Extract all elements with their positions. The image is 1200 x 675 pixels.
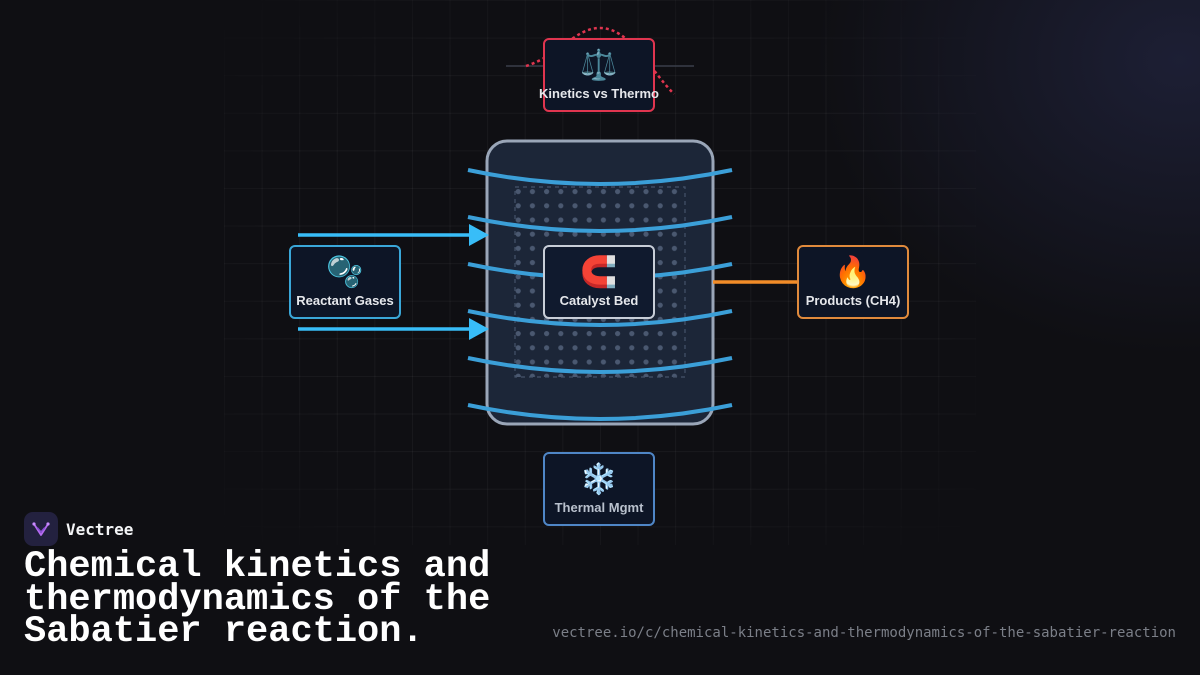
heat-band [467,215,733,233]
products-node: 🔥 Products (CH4) [797,245,909,319]
heat-band [467,403,733,421]
page-title: Chemical kinetics and thermodynamics of … [24,546,491,653]
heat-band [467,356,733,374]
thermal-mgmt-node: ❄️ Thermal Mgmt [543,452,655,526]
magnet-icon: 🧲 [580,256,618,289]
bubbles-icon: 🫧 [326,256,364,289]
heat-band [467,168,733,186]
reactant-gases-label: Reactant Gases [296,293,394,308]
products-label: Products (CH4) [805,293,901,308]
catalyst-bed-node: 🧲 Catalyst Bed [543,245,655,319]
heat-band [467,309,733,327]
source-url[interactable]: vectree.io/c/chemical-kinetics-and-therm… [552,625,1176,641]
brand[interactable]: Vectree [24,512,133,546]
inflow-arrowhead-upper [469,224,489,246]
inflow-arrowhead-lower [469,318,489,340]
snowflake-icon: ❄️ [580,463,618,496]
fire-icon: 🔥 [834,256,872,289]
kinetics-thermo-node: ⚖️ Kinetics vs Thermo [539,38,659,112]
brand-name: Vectree [66,519,134,539]
thermal-mgmt-label: Thermal Mgmt [554,500,644,515]
catalyst-bed-label: Catalyst Bed [559,293,639,308]
reactant-gases-node: 🫧 Reactant Gases [289,245,401,319]
balance-scale-icon: ⚖️ [580,49,618,82]
kinetics-thermo-label: Kinetics vs Thermo [539,86,659,101]
vectree-logo-icon [24,512,58,546]
